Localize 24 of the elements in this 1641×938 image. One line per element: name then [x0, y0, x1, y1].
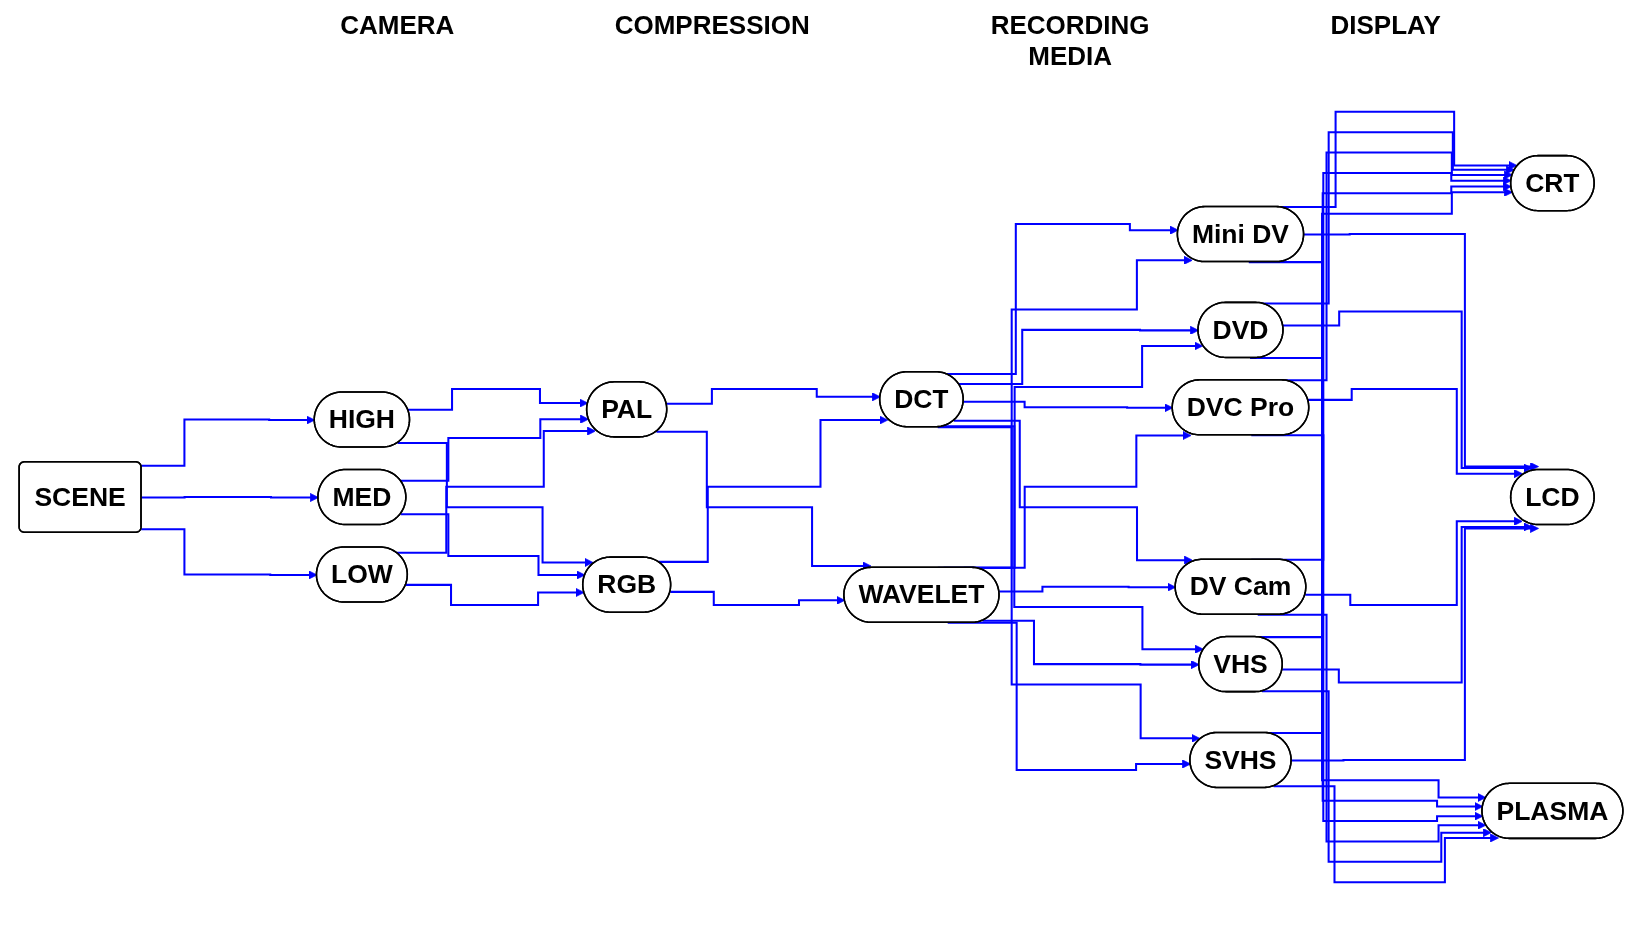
arrow [1281, 522, 1532, 684]
arrow [407, 387, 588, 411]
arrow [1282, 310, 1532, 473]
column-heading: CAMERA [340, 10, 455, 42]
arrow [998, 582, 1176, 593]
arrow [1303, 233, 1539, 472]
arrow [937, 426, 1200, 743]
arrow [397, 442, 593, 567]
arrow [400, 414, 589, 482]
column-heading: DISPLAY [1330, 10, 1441, 42]
arrow [1304, 516, 1523, 607]
column-heading: RECORDING MEDIA [989, 10, 1151, 72]
arrow [400, 513, 585, 580]
arrow [1273, 785, 1499, 884]
arrow [1307, 387, 1523, 479]
column-heading: COMPRESSION [614, 10, 810, 42]
arrow [395, 426, 596, 554]
arrow [1261, 690, 1492, 863]
arrow [405, 583, 585, 607]
arrow [1291, 523, 1539, 762]
arrow [657, 415, 888, 563]
arrow [140, 528, 317, 580]
arrow [1248, 261, 1486, 802]
arrow [669, 590, 845, 607]
